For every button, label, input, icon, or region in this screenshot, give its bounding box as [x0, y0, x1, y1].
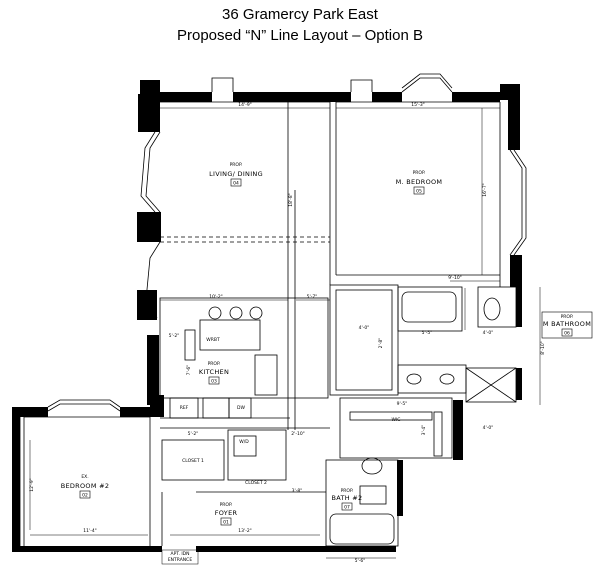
- plan-subtitle: Proposed “N” Line Layout – Option B: [177, 27, 423, 44]
- windows: [19, 73, 527, 546]
- svg-text:5'-5": 5'-5": [422, 330, 433, 336]
- svg-text:9'-5": 9'-5": [397, 401, 408, 407]
- svg-text:3'-8": 3'-8": [292, 488, 303, 494]
- svg-text:LIVING/ DINING: LIVING/ DINING: [209, 170, 263, 178]
- dimension-lines: [29, 107, 541, 559]
- svg-text:02: 02: [82, 493, 88, 499]
- entrance-label-2: ENTRANCE: [168, 557, 192, 563]
- svg-text:06: 06: [564, 331, 570, 337]
- room-master-bathroom: PROP. M BATHROOM 06: [541, 311, 593, 339]
- room-master-bedroom: PROP. M. BEDROOM 05: [396, 170, 443, 195]
- svg-text:15'-3": 15'-3": [411, 102, 425, 108]
- room-bedroom-2: EX. BEDROOM #2 02: [61, 474, 110, 499]
- fixture-labels: CLOSET 1 CLOSET 2 WIC W/D REF DW WRBT AP…: [161, 337, 401, 565]
- wrbt-label: WRBT: [206, 337, 220, 343]
- interior-walls: [24, 101, 517, 547]
- room-living: PROP. LIVING/ DINING 04: [209, 162, 263, 187]
- entrance-label-1: APT. IDN: [170, 551, 189, 557]
- refrigerator-label: REF: [180, 405, 189, 411]
- svg-text:KITCHEN: KITCHEN: [199, 368, 229, 376]
- svg-text:5'-7": 5'-7": [307, 294, 318, 300]
- room-kitchen: PROP. KITCHEN 03: [199, 361, 229, 385]
- svg-text:8'-10": 8'-10": [540, 341, 546, 355]
- closet-2-label: CLOSET 2: [245, 480, 267, 486]
- svg-text:03: 03: [211, 379, 217, 385]
- svg-text:12'-9": 12'-9": [29, 478, 35, 492]
- dishwasher-label: DW: [237, 405, 245, 411]
- svg-text:11'-4": 11'-4": [83, 528, 97, 534]
- svg-text:M. BEDROOM: M. BEDROOM: [396, 178, 443, 186]
- svg-text:PROP.: PROP.: [208, 361, 221, 367]
- svg-text:3'-4": 3'-4": [421, 425, 427, 436]
- wic-label: WIC: [392, 417, 401, 423]
- svg-text:18'-8": 18'-8": [288, 193, 294, 207]
- plan-title: 36 Gramercy Park East: [222, 6, 378, 23]
- svg-text:4'-0": 4'-0": [483, 425, 494, 431]
- room-foyer: PROP. FOYER 01: [215, 502, 238, 526]
- svg-text:PROP.: PROP.: [230, 162, 243, 168]
- svg-text:5'-2": 5'-2": [188, 431, 199, 437]
- svg-text:4'-0": 4'-0": [483, 330, 494, 336]
- svg-text:EX.: EX.: [81, 474, 88, 480]
- svg-text:4'-0": 4'-0": [359, 325, 370, 331]
- svg-text:01: 01: [223, 520, 229, 526]
- svg-text:9'-10": 9'-10": [448, 275, 462, 281]
- svg-text:5'-2": 5'-2": [169, 333, 180, 339]
- svg-text:7'-6": 7'-6": [186, 365, 192, 376]
- svg-text:05: 05: [416, 189, 422, 195]
- svg-text:04: 04: [233, 181, 239, 187]
- svg-text:FOYER: FOYER: [215, 509, 238, 517]
- svg-text:16'-7": 16'-7": [482, 183, 488, 197]
- svg-text:2'-10": 2'-10": [291, 431, 305, 437]
- svg-text:14'-9": 14'-9": [238, 102, 252, 108]
- svg-text:13'-2": 13'-2": [238, 528, 252, 534]
- svg-text:PROP.: PROP.: [220, 502, 233, 508]
- svg-text:PROP.: PROP.: [341, 488, 354, 494]
- exterior-walls: [12, 80, 522, 552]
- svg-text:BATH #2: BATH #2: [331, 494, 362, 502]
- dimensions: 14'-9" 15'-3" 16'-7" 18'-8" 10'-2" 5'-7"…: [29, 102, 546, 564]
- closet-1-label: CLOSET 1: [182, 458, 204, 464]
- svg-text:PROP.: PROP.: [413, 170, 426, 176]
- svg-text:10'-2": 10'-2": [209, 294, 223, 300]
- svg-text:BEDROOM #2: BEDROOM #2: [61, 482, 110, 490]
- svg-text:M BATHROOM: M BATHROOM: [543, 320, 591, 328]
- svg-text:PROP.: PROP.: [561, 314, 574, 320]
- washer-dryer-label: W/D: [239, 439, 249, 445]
- svg-text:07: 07: [344, 505, 350, 511]
- room-bath-2: PROP. BATH #2 07: [331, 488, 362, 511]
- svg-text:5'-6": 5'-6": [355, 558, 366, 564]
- svg-text:2'-8": 2'-8": [378, 338, 384, 349]
